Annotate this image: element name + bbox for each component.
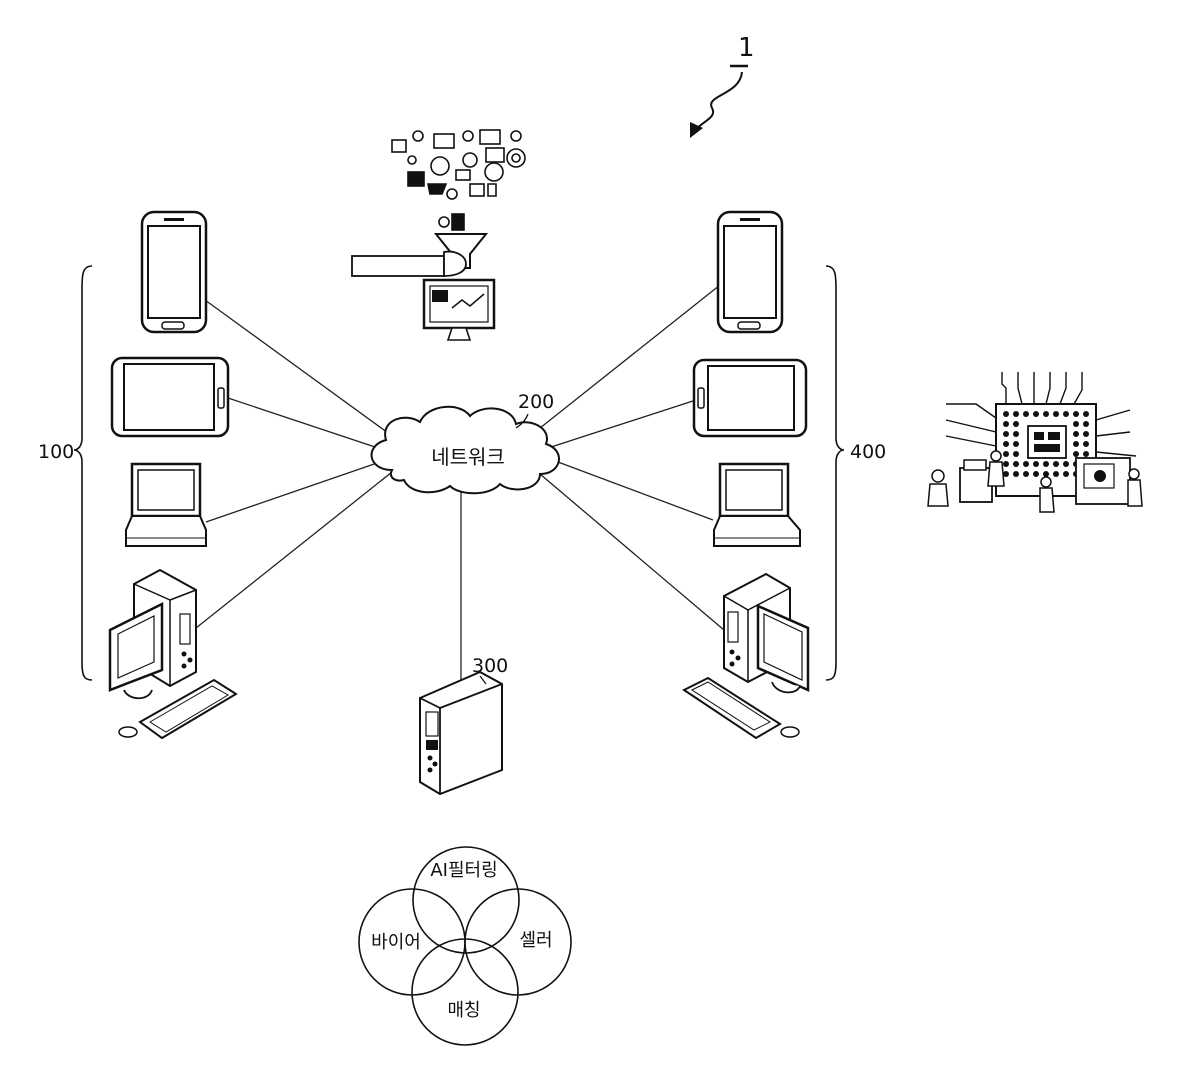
venn-label-matching: 매칭: [447, 1000, 480, 1021]
desktop-computer-icon: [684, 574, 808, 738]
link-laptop-left: [206, 462, 380, 522]
tablet-icon: [112, 358, 228, 436]
smartphone-icon: [142, 212, 206, 332]
network-cloud: 네트워크: [372, 407, 559, 493]
smartphone-icon: [718, 212, 782, 332]
desktop-computer-icon: [110, 570, 236, 738]
data-icons-cluster: [392, 130, 525, 230]
link-desktop-left: [196, 472, 392, 628]
link-desktop-right: [540, 474, 724, 630]
server-icon: [420, 672, 502, 794]
figure-arrow: [694, 72, 742, 132]
server-ref: 300: [472, 655, 508, 677]
figure-label: 1: [738, 33, 755, 63]
link-phone-left: [205, 300, 395, 438]
buyers-ref: 100: [38, 441, 74, 463]
machine-icon: [960, 468, 992, 502]
venn-label-ai-filtering: AI필터링: [430, 860, 497, 881]
arm-sleeve: [352, 256, 444, 276]
link-tablet-left: [228, 398, 378, 448]
factory-chip-illustration: [928, 372, 1142, 512]
tablet-icon: [694, 360, 806, 436]
venn-label-buyer: 바이어: [371, 932, 421, 953]
laptop-icon: [126, 464, 206, 546]
venn-label-seller: 셀러: [519, 930, 552, 951]
link-tablet-right: [548, 400, 696, 448]
ai-data-filter-illustration: [352, 130, 525, 340]
sellers-brace: [826, 266, 844, 680]
venn-diagram: AI필터링 바이어 셀러 매칭: [359, 847, 571, 1045]
link-laptop-right: [558, 462, 713, 520]
network-label: 네트워크: [431, 445, 505, 469]
link-phone-right: [530, 285, 720, 436]
buyers-brace: [74, 266, 92, 680]
network-ref: 200: [518, 391, 554, 413]
laptop-icon: [714, 464, 800, 546]
sellers-ref: 400: [850, 441, 886, 463]
